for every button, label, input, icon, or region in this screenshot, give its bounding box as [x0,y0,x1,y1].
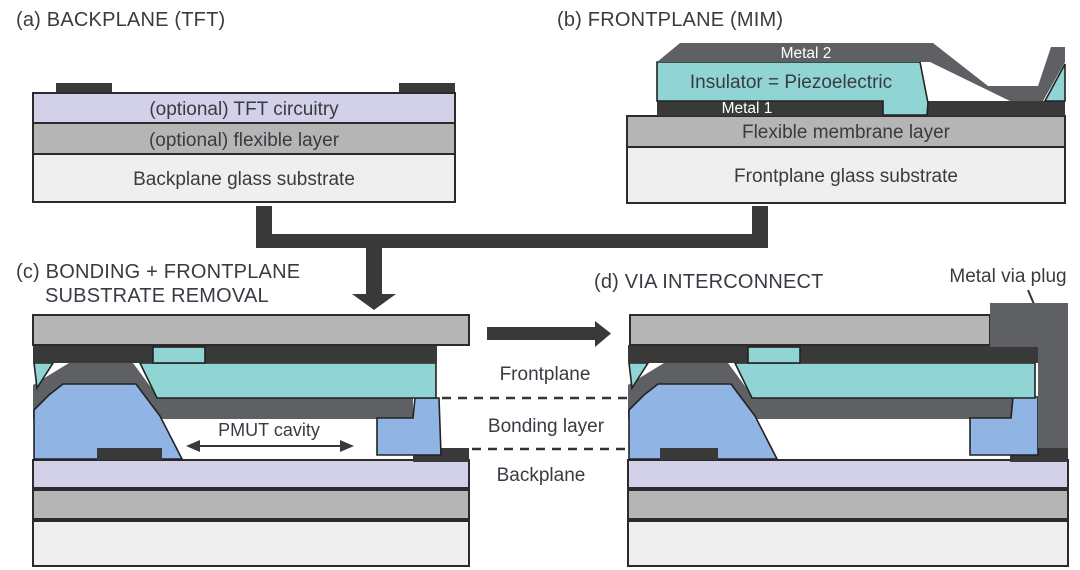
c-tft-layer [32,459,470,489]
c-flexible-layer [32,489,470,520]
d-tft-layer [627,459,1069,489]
backplane-glass-label: Backplane glass substrate [133,169,355,190]
panel-a-title: (a) BACKPLANE (TFT) [16,9,225,31]
metal2-layer [657,43,1065,101]
flexible-layer-label: (optional) flexible layer [149,130,340,151]
backplane-glass-substrate [32,153,456,203]
middle-annotations: Frontplane Bonding layer Backplane [442,321,627,486]
piezoelectric-layer [656,61,929,116]
piezoelectric-edge-triangle [1043,63,1066,102]
connector-bar [256,234,768,248]
c-electrode-left [97,448,162,460]
down-arrow-icon [352,294,396,310]
c-backplane-glass [32,520,470,567]
cavity-arrow-right-icon [340,440,354,452]
backplane-section-label: Backplane [497,465,586,486]
backplane-electrode-right [399,83,455,94]
panel-b-title: (b) FRONTPLANE (MIM) [557,9,783,31]
panel-b-frontplane: (b) FRONTPLANE (MIM) Metal 2 Insulator =… [557,9,1066,204]
tft-circuitry-label: (optional) TFT circuitry [149,99,339,120]
metal-via-plug-label: Metal via plug [949,266,1066,287]
metal2-label: Metal 2 [781,45,832,62]
tft-circuitry-layer [32,92,456,124]
frontplane-section-label: Frontplane [500,364,591,385]
panel-c-title-line2: SUBSTRATE REMOVAL [45,285,269,307]
d-backplane-glass [627,520,1069,567]
d-piezoelectric-layer [733,362,1036,399]
backplane-electrode-left [56,83,112,94]
d-membrane-layer [629,314,991,346]
d-piezo-tab [747,346,801,364]
flexible-layer [32,122,456,155]
bonding-section-label: Bonding layer [488,416,605,437]
membrane-label: Flexible membrane layer [742,122,951,143]
d-flexible-layer [627,489,1069,520]
c-metal1-layer [33,345,437,363]
merge-connector [256,206,768,310]
panel-c-title-line1: (c) BONDING + FRONTPLANE [16,261,300,283]
metal1-layer [657,101,1065,116]
frontplane-glass-label: Frontplane glass substrate [734,166,958,187]
insulator-label: Insulator = Piezoelectric [690,72,892,93]
panel-c-bonding: (c) BONDING + FRONTPLANE SUBSTRATE REMOV… [16,261,470,567]
d-electrode-left [660,448,718,460]
right-arrow-icon [487,321,611,347]
metal1-label: Metal 1 [722,100,773,117]
c-membrane-layer [32,314,470,346]
d-metal1-layer [628,345,1038,363]
cavity-arrow-left-icon [186,440,200,452]
metal-via-plug [990,303,1068,448]
down-arrow-stem [366,246,382,295]
panel-a-backplane: (a) BACKPLANE (TFT) (optional) TFT circu… [16,9,456,203]
pmut-cavity-label: PMUT cavity [218,420,320,440]
panel-d-title: (d) VIA INTERCONNECT [594,271,824,293]
c-piezo-tab [152,346,206,364]
c-bonding-post-right [376,397,442,456]
c-piezoelectric-layer [138,362,437,399]
panel-d-via-interconnect: (d) VIA INTERCONNECT Metal via plug [594,266,1069,567]
